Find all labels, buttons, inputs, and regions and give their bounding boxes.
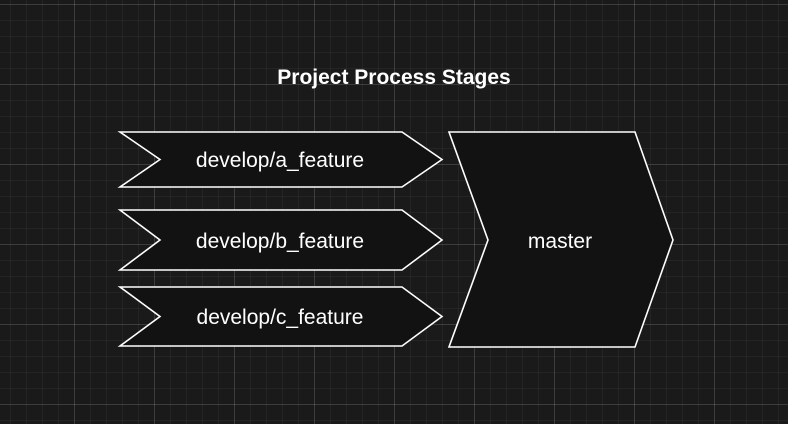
stage-develop-a-feature[interactable]: develop/a_feature [117,131,444,188]
chevron-shape [447,131,674,348]
stage-label: develop/c_feature [197,306,364,329]
chevron-shape [117,286,444,347]
stage-label: develop/b_feature [196,230,364,253]
diagram-title: Project Process Stages [277,66,510,89]
stage-label: develop/a_feature [196,149,364,172]
chevron-shape [117,131,444,188]
stage-label: master [528,230,592,253]
stage-develop-b-feature[interactable]: develop/b_feature [117,209,444,271]
chevron-shape [117,209,444,271]
stage-master[interactable]: master [447,131,674,348]
stage-develop-c-feature[interactable]: develop/c_feature [117,286,444,347]
